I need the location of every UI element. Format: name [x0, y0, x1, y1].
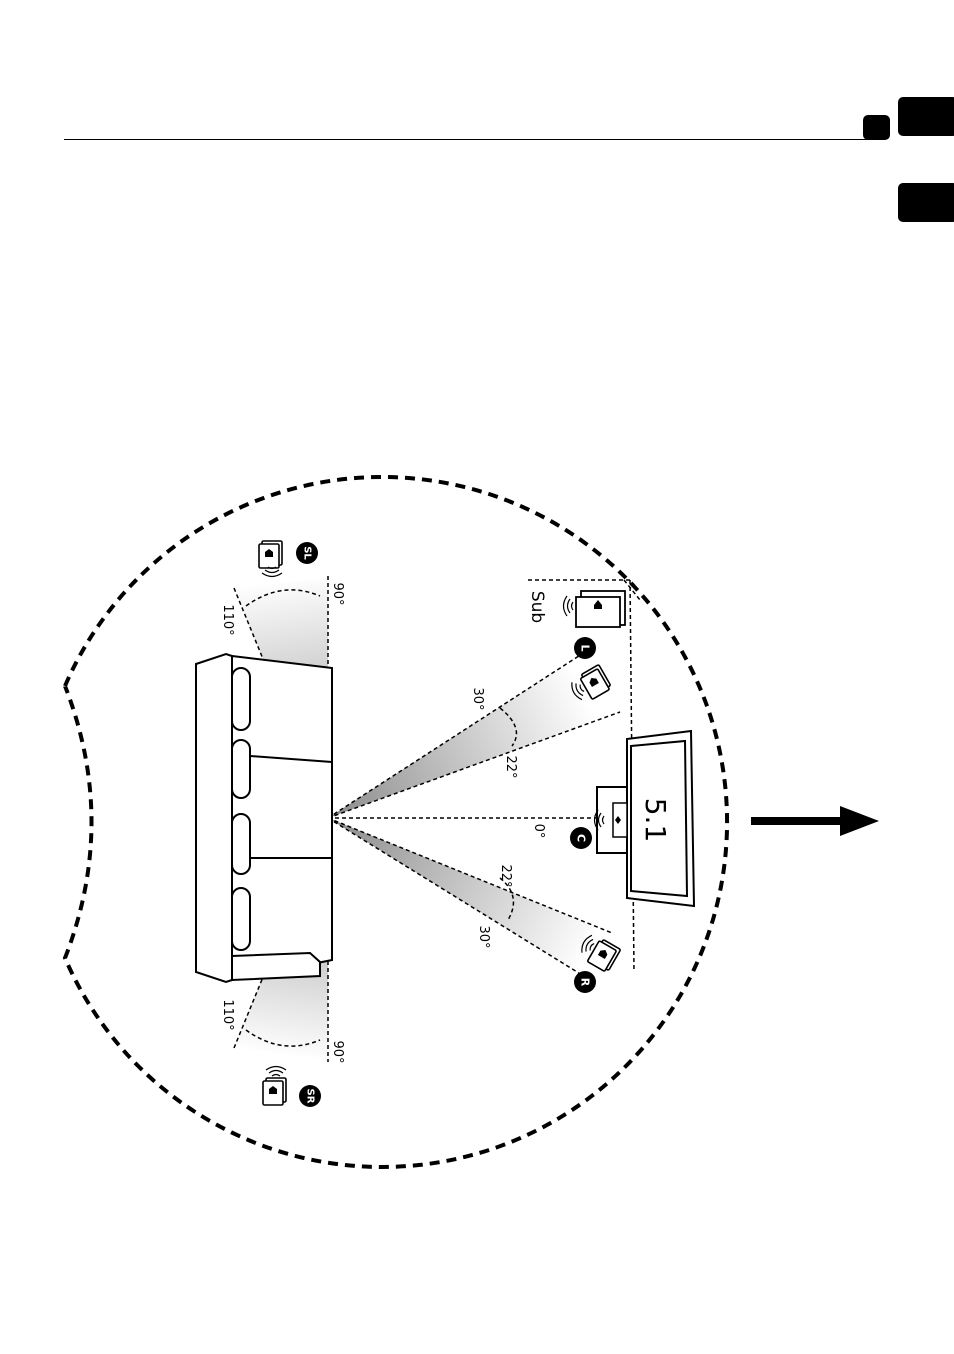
- subwoofer: [564, 591, 626, 627]
- angle-label-center: 0°: [531, 824, 546, 839]
- angle-label-surround-right-outer: 110°: [220, 999, 235, 1030]
- sub-label: Sub: [527, 591, 547, 623]
- svg-text:SR: SR: [305, 1089, 316, 1104]
- angle-label-front-outer-left: 30°: [470, 687, 485, 710]
- badge-center: C: [570, 827, 592, 849]
- wedge-front-right: [328, 818, 612, 975]
- sofa: [196, 654, 332, 982]
- svg-text:R: R: [579, 978, 592, 987]
- angle-label-surround-left-inner: 90°: [330, 582, 345, 605]
- angle-label-front-outer-right: 30°: [476, 925, 491, 948]
- angle-label-front-inner-right: 22°: [498, 864, 513, 887]
- badge-surround-left: SL: [296, 542, 318, 564]
- format-label: 5.1: [639, 798, 672, 843]
- badge-front-left: L: [574, 637, 596, 659]
- svg-text:C: C: [575, 834, 588, 842]
- center-speaker: [595, 787, 628, 853]
- svg-text:SL: SL: [302, 546, 313, 560]
- surround-right-speaker-icon: [263, 1067, 286, 1106]
- angle-label-surround-left-outer: 110°: [220, 604, 235, 635]
- angle-label-front-inner-left: 22°: [503, 755, 518, 778]
- badge-surround-right: SR: [299, 1085, 321, 1107]
- direction-arrow-icon: [751, 806, 879, 836]
- badge-front-right: R: [574, 971, 596, 993]
- wedge-front-left: [328, 652, 620, 818]
- angle-label-surround-right-inner: 90°: [330, 1040, 345, 1063]
- surround-left-speaker-icon: [259, 541, 282, 577]
- svg-text:L: L: [579, 644, 592, 651]
